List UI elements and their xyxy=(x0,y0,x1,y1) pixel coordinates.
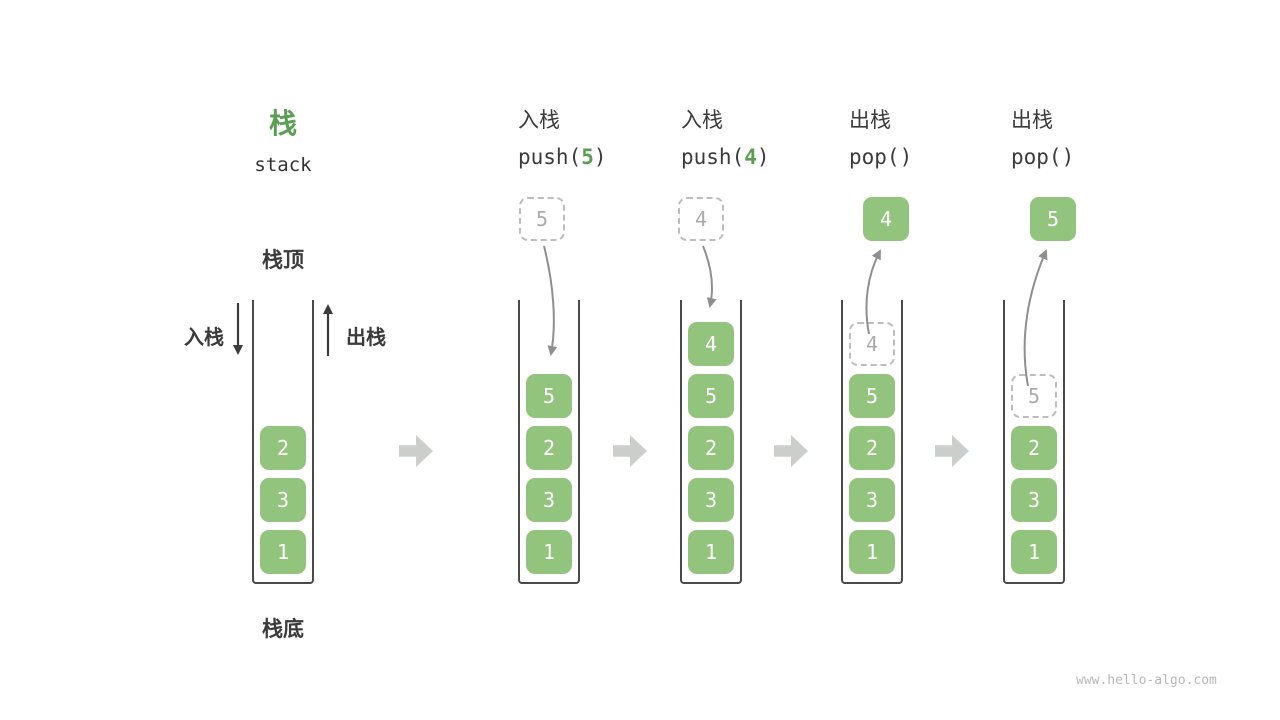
step-arrow-icon xyxy=(399,435,433,467)
op-header-push-4: 入栈 push(4) xyxy=(681,104,851,169)
stack-cell: 2 xyxy=(260,426,306,470)
push-value-box: 4 xyxy=(678,197,724,241)
stack-cell: 2 xyxy=(1011,426,1057,470)
stack-cell: 3 xyxy=(849,478,895,522)
op-close: ) xyxy=(593,145,607,169)
op-header-push-5: 入栈 push(5) xyxy=(518,104,688,169)
op-header-pop-1: 出栈 pop() xyxy=(849,104,1019,169)
stack-cell: 3 xyxy=(260,478,306,522)
push-4-curve-arrow-icon xyxy=(702,245,717,308)
stack-container-3: 4 5 2 3 1 xyxy=(680,300,742,584)
stack-cell: 5 xyxy=(849,374,895,418)
op-open: pop( xyxy=(1011,145,1062,169)
op-open: push( xyxy=(681,145,745,169)
op-close: ) xyxy=(756,145,770,169)
popped-ghost-cell: 5 xyxy=(1011,374,1057,418)
op-code: push(4) xyxy=(681,145,851,169)
page-title: 栈 xyxy=(268,107,297,140)
op-open: pop( xyxy=(849,145,900,169)
step-arrow-icon xyxy=(774,435,808,467)
op-name: 入栈 xyxy=(681,108,723,132)
step-arrow-icon xyxy=(935,435,969,467)
stack-cell: 1 xyxy=(260,530,306,574)
op-arg: 5 xyxy=(581,145,594,169)
op-name: 入栈 xyxy=(518,108,560,132)
step-arrow-icon xyxy=(613,435,647,467)
stack-cell: 3 xyxy=(688,478,734,522)
op-open: push( xyxy=(518,145,582,169)
op-header-pop-2: 出栈 pop() xyxy=(1011,104,1181,169)
popped-ghost-cell: 4 xyxy=(849,322,895,366)
stack-cell: 1 xyxy=(849,530,895,574)
stack-cell: 1 xyxy=(688,530,734,574)
stack-container-2: 5 2 3 1 xyxy=(518,300,580,584)
stack-cell: 2 xyxy=(526,426,572,470)
op-code: pop() xyxy=(1011,145,1181,169)
stack-cell: 3 xyxy=(526,478,572,522)
op-arg: 4 xyxy=(744,145,757,169)
stack-cell: 1 xyxy=(526,530,572,574)
push-side-label: 入栈 xyxy=(184,325,224,349)
op-name: 出栈 xyxy=(849,108,891,132)
pop-value-box: 5 xyxy=(1030,197,1076,241)
push-value-box: 5 xyxy=(519,197,565,241)
stack-cell: 2 xyxy=(688,426,734,470)
watermark: www.hello-algo.com xyxy=(1076,673,1217,688)
stack-container-5: 5 2 3 1 xyxy=(1003,300,1065,584)
op-name: 出栈 xyxy=(1011,108,1053,132)
page-subtitle: stack xyxy=(254,154,312,176)
stack-bottom-label: 栈底 xyxy=(262,617,304,641)
pop-value-box: 4 xyxy=(863,197,909,241)
stack-container-4: 4 5 2 3 1 xyxy=(841,300,903,584)
pop-side-label: 出栈 xyxy=(346,325,386,349)
stack-cell: 2 xyxy=(849,426,895,470)
stack-cell: 3 xyxy=(1011,478,1057,522)
op-close: ) xyxy=(899,145,913,169)
op-code: push(5) xyxy=(518,145,688,169)
op-code: pop() xyxy=(849,145,1019,169)
stack-top-label: 栈顶 xyxy=(262,248,304,272)
stack-cell: 5 xyxy=(688,374,734,418)
stack-cell: 4 xyxy=(688,322,734,366)
op-close: ) xyxy=(1061,145,1075,169)
diagram-title-block: 栈 stack xyxy=(213,102,353,176)
stack-cell: 5 xyxy=(526,374,572,418)
stack-container-1: 2 3 1 xyxy=(252,300,314,584)
stack-cell: 1 xyxy=(1011,530,1057,574)
